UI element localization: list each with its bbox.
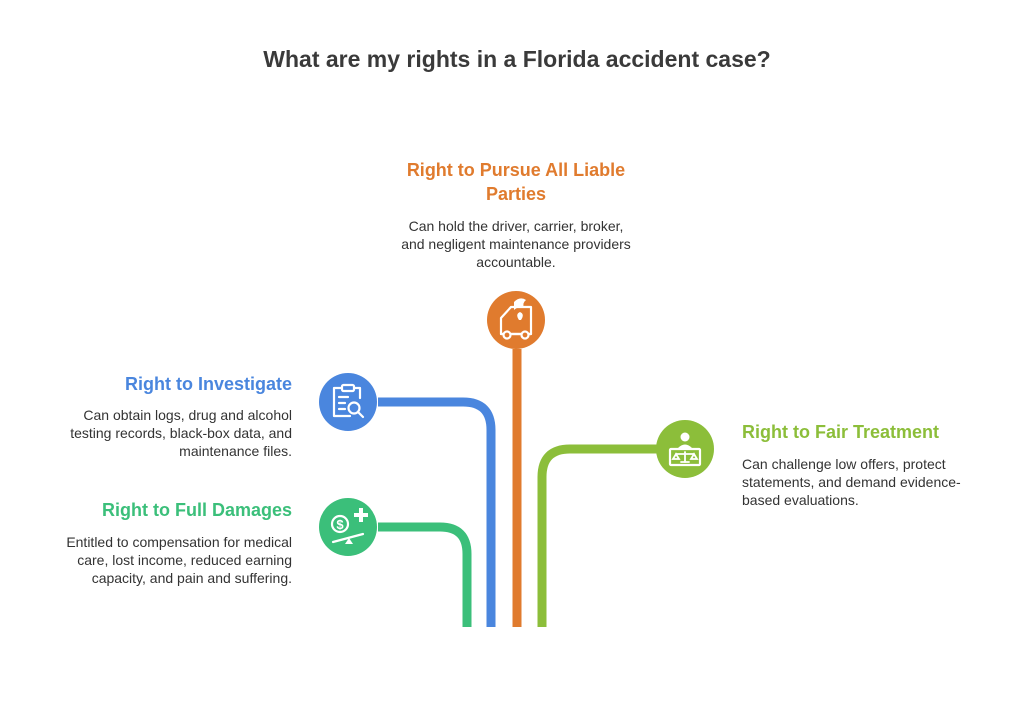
clipboard-search-icon <box>319 373 377 431</box>
heading-fair: Right to Fair Treatment <box>742 422 940 442</box>
investigate-connector <box>378 397 496 627</box>
heading-investigate: Right to Investigate <box>124 374 292 394</box>
page-title: What are my rights in a Florida accident… <box>263 46 771 72</box>
heading-damages: Right to Full Damages <box>101 500 292 520</box>
svg-text:$: $ <box>336 517 344 532</box>
truck-accident-icon <box>487 291 545 349</box>
money-medical-icon: $ <box>319 498 377 556</box>
damages-connector <box>378 522 472 627</box>
description-damages: Entitled to compensation for medical car… <box>66 534 292 586</box>
description-fair: Can challenge low offers, protect statem… <box>742 456 961 508</box>
description-pursue: Can hold the driver, carrier, broker, an… <box>401 218 631 270</box>
heading-pursue: Right to Pursue All Liable Parties <box>406 160 626 204</box>
fair-connector <box>537 444 657 627</box>
judge-scales-icon <box>656 420 714 478</box>
description-investigate: Can obtain logs, drug and alcohol testin… <box>70 407 292 459</box>
